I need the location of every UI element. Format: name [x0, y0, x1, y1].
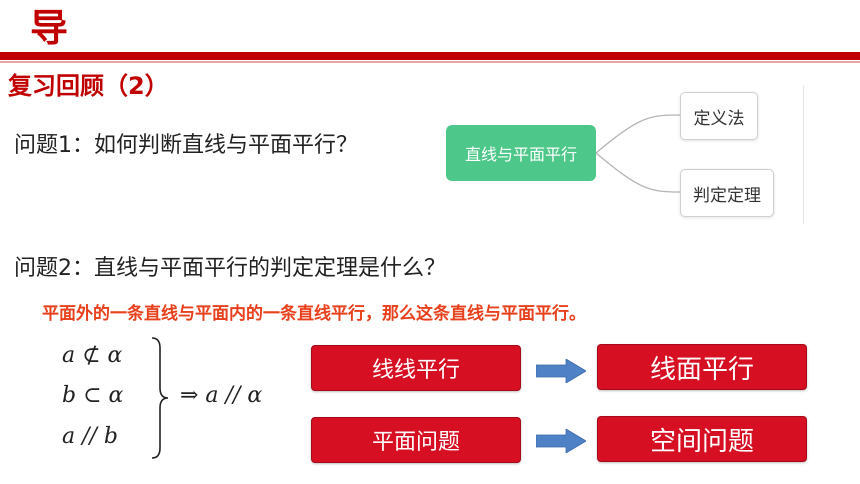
mindmap-root-node[interactable]: 直线与平面平行 — [446, 125, 596, 181]
math-condition-3: a // b — [62, 424, 119, 449]
mindmap-node-theorem[interactable]: 判定定理 — [680, 169, 774, 217]
box-space-problem: 空间问题 — [597, 416, 807, 462]
question-2: 问题2：直线与平面平行的判定定理是什么？ — [14, 256, 446, 281]
mindmap-node-definition[interactable]: 定义法 — [680, 92, 758, 140]
mindmap: 直线与平面平行 定义法 判定定理 — [440, 86, 820, 226]
math-condition-1: a ⊄ α — [62, 343, 123, 368]
box-line-plane-parallel: 线面平行 — [597, 344, 807, 390]
right-brace-icon — [151, 337, 169, 459]
header-title: 导 — [30, 6, 69, 50]
math-conclusion: ⇒ a // α — [180, 383, 263, 408]
box-line-line-parallel: 线线平行 — [311, 345, 521, 391]
arrow-right-icon — [536, 429, 586, 453]
header-divider — [0, 52, 860, 60]
theorem-statement: 平面外的一条直线与平面内的一条直线平行，那么这条直线与平面平行。 — [42, 304, 586, 324]
mindmap-divider — [803, 86, 804, 224]
box-plane-problem: 平面问题 — [311, 417, 521, 463]
arrow-right-icon — [536, 359, 586, 383]
question-1: 问题1：如何判断直线与平面平行？ — [14, 133, 358, 158]
section-heading: 复习回顾（2） — [8, 72, 169, 100]
header-divider-shadow — [0, 61, 860, 63]
mindmap-connectors — [595, 114, 681, 193]
math-condition-2: b ⊂ α — [62, 383, 124, 408]
